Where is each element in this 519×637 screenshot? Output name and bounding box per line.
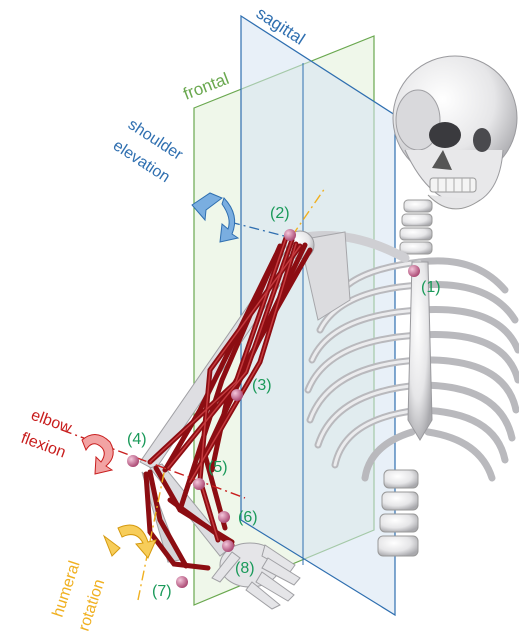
marker-label: (2) bbox=[270, 205, 290, 222]
marker-label: (6) bbox=[238, 509, 258, 526]
skull bbox=[393, 56, 517, 209]
marker-point bbox=[176, 576, 188, 588]
marker-label: (5) bbox=[208, 459, 228, 476]
marker-point bbox=[218, 511, 230, 523]
marker-point bbox=[193, 478, 205, 490]
cervical-spine bbox=[400, 200, 432, 254]
marker-point bbox=[408, 265, 420, 277]
elbow-axis-label-line2: flexion bbox=[19, 430, 68, 462]
marker-point bbox=[284, 229, 296, 241]
marker-point bbox=[222, 540, 234, 552]
marker-label: (3) bbox=[252, 377, 272, 394]
marker-label: (1) bbox=[421, 279, 441, 296]
elbow-axis-label-line1: elbow bbox=[29, 407, 75, 437]
marker-point bbox=[127, 455, 139, 467]
marker-point bbox=[231, 389, 243, 401]
humeral-axis-label-line2: rotation bbox=[76, 577, 109, 633]
elbow-rotation-arrow-icon bbox=[82, 434, 113, 474]
marker-label: (4) bbox=[127, 431, 147, 448]
eye-socket bbox=[429, 122, 461, 148]
marker-label: (8) bbox=[235, 560, 255, 577]
eye-socket bbox=[473, 128, 491, 152]
marker-label: (7) bbox=[152, 583, 172, 600]
humeral-axis-label-line1: humeral bbox=[50, 559, 84, 619]
